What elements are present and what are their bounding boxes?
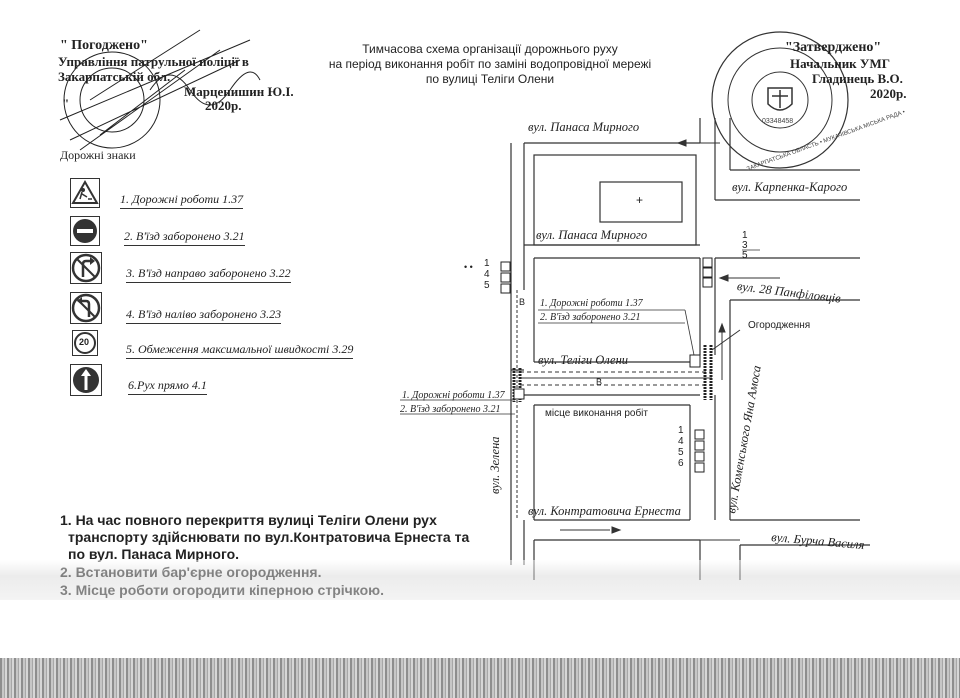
legend-item-4 xyxy=(70,292,102,329)
approved-right-line1: Начальник УМГ xyxy=(790,56,891,71)
speed-limit-sign-icon xyxy=(72,330,98,356)
street-karpenka: вул. Карпенка-Карого xyxy=(732,180,848,194)
note-1-end: по вул. Панаса Мирного. xyxy=(68,546,240,562)
scan-noise-bottom xyxy=(0,658,960,698)
approved-right-signer: Гладинець В.О. xyxy=(812,71,903,86)
title-line-3: по вулиці Теліги Олени xyxy=(425,72,555,86)
legend-item-2 xyxy=(70,216,100,251)
sign-group-nw: 1 4 5 xyxy=(484,258,490,291)
title-line-2: на період виконання робіт по заміні водо… xyxy=(328,57,652,71)
no-right-turn-sign-icon xyxy=(70,252,102,284)
sign-group-se: 1 4 5 6 xyxy=(678,425,684,469)
no-entry-sign-icon xyxy=(70,216,100,246)
pipe-label-v: В xyxy=(519,297,526,307)
building-cross: + xyxy=(636,193,644,207)
approved-right-year: 2020р. xyxy=(870,86,907,101)
approved-left-signer: Марценишин Ю.І. xyxy=(184,84,294,99)
legend-item-6 xyxy=(70,364,102,401)
direction-arrow xyxy=(676,139,687,147)
roadworks-sign-icon xyxy=(70,178,100,208)
legend-label-1: 1. Дорожні роботи 1.37 xyxy=(120,192,244,209)
approved-left-line2: Закарпатській обл. xyxy=(58,69,171,84)
approved-left-line1: Управління патрульної поліції в xyxy=(58,54,249,69)
document-title: Тимчасова схема організації дорожнього р… xyxy=(329,42,651,87)
approved-left-title: " Погоджено" xyxy=(60,38,148,53)
sign-posts xyxy=(500,257,713,473)
official-stamp xyxy=(711,31,849,169)
east-roadworks-annotation: 1. Дорожні роботи 1.37 xyxy=(540,298,643,309)
straight-only-sign-icon xyxy=(70,364,102,396)
street-zelena: вул. Зелена xyxy=(488,436,502,494)
note-1: 1. На час повного перекриття вулиці Телі… xyxy=(60,512,437,528)
approved-left-quote: " xyxy=(62,96,70,111)
legend-label-6: 6.Рух прямо 4.1 xyxy=(128,378,207,395)
east-noentry-annotation: 2. В'їзд заборонено 3.21 xyxy=(540,312,641,323)
no-left-turn-sign-icon xyxy=(70,292,102,324)
approved-right-title: "Затверджено" xyxy=(785,40,882,55)
street-mirnogo-top: вул. Панаса Мирного xyxy=(528,120,640,134)
legend-label-3: 3. В'їзд направо заборонено 3.22 xyxy=(126,266,291,283)
legend-item-3 xyxy=(70,252,102,289)
west-noentry-annotation: 2. В'їзд заборонено 3.21 xyxy=(400,404,501,415)
signature-scribble xyxy=(59,29,261,151)
work-place-label: місце виконання робіт xyxy=(545,408,648,419)
legend-label-4: 4. В'їзд наліво заборонено 3.23 xyxy=(126,307,282,324)
speed-limit-value: 20 xyxy=(79,337,90,347)
street-teligi: вул. Теліги Олени xyxy=(538,353,629,367)
legend-item-5: 20 xyxy=(72,330,98,361)
note-1-cont: транспорту здійснювати по вул.Контратови… xyxy=(68,529,470,545)
legend-label-5: 5. Обмеження максимальної швидкості 3.29 xyxy=(126,342,354,359)
street-kontratovycha: вул. Контратовича Ернеста xyxy=(528,504,681,518)
stamp-code: 03348458 xyxy=(762,118,794,125)
legend-title: Дорожні знаки xyxy=(60,148,136,162)
legend-label-2: 2. В'їзд заборонено 3.21 xyxy=(124,229,245,246)
street-mirnogo-mid: вул. Панаса Мирного xyxy=(536,228,648,242)
approved-left-year: 2020р. xyxy=(205,98,242,113)
pipe-label-h: В xyxy=(596,377,603,387)
legend-item-1 xyxy=(70,178,100,213)
building xyxy=(599,181,683,223)
title-line-1: Тимчасова схема організації дорожнього р… xyxy=(362,42,618,56)
dots-mark: • • xyxy=(464,262,473,272)
scan-shading xyxy=(0,560,960,600)
fence-label: Огородження xyxy=(748,320,811,331)
sign-group-ne: 1 3 5 xyxy=(742,230,748,261)
west-roadworks-annotation: 1. Дорожні роботи 1.37 xyxy=(402,390,505,401)
